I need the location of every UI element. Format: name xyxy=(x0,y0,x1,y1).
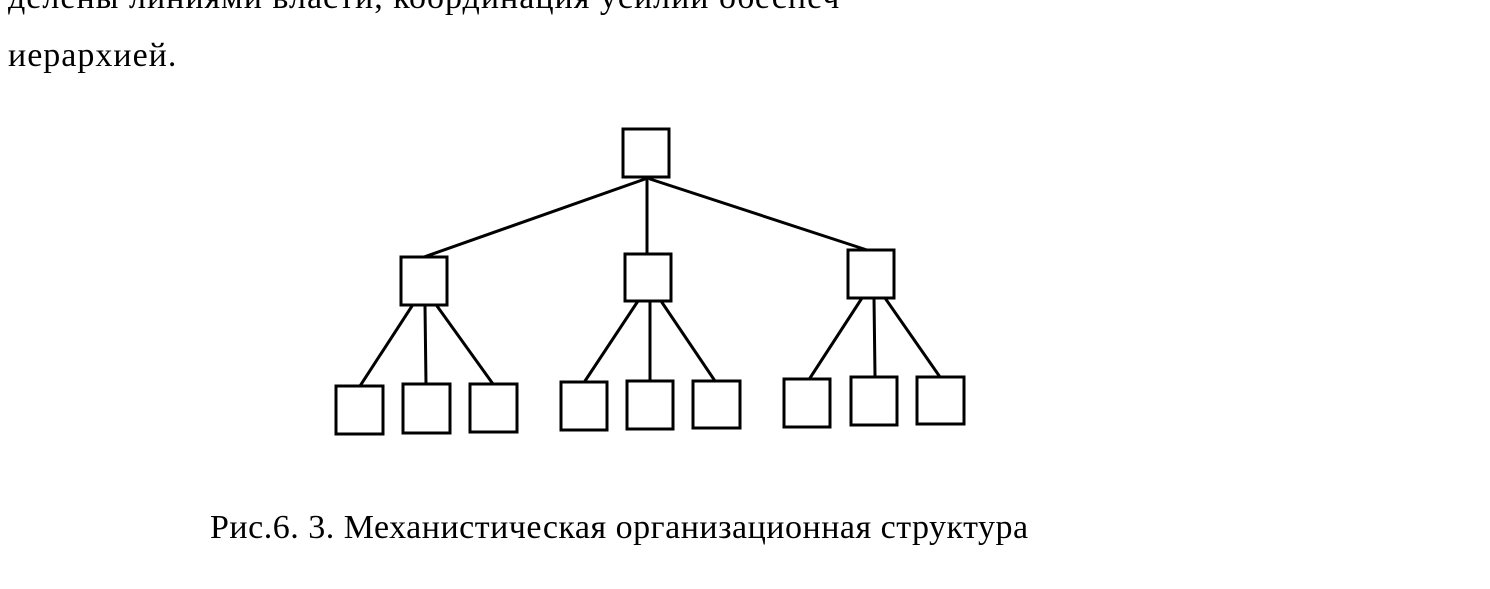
edge-root-right xyxy=(648,177,872,253)
edge-root-left xyxy=(422,177,647,259)
node-root xyxy=(621,127,671,179)
node-left-sub-2 xyxy=(401,382,452,435)
node-center-sub-1 xyxy=(559,380,609,432)
node-right-sub-2 xyxy=(849,375,899,427)
node-manager-left xyxy=(399,255,449,307)
node-right-sub-3 xyxy=(915,375,966,426)
edge-left-sub-3 xyxy=(435,304,495,386)
node-manager-center xyxy=(623,252,673,303)
node-manager-right xyxy=(846,248,896,300)
node-left-sub-1 xyxy=(334,384,385,436)
node-left-sub-3 xyxy=(468,382,519,434)
edge-left-sub-2 xyxy=(423,304,428,386)
body-text-line-2: иерархией. xyxy=(8,37,178,74)
body-text-line-1: делены линиями власти, координация усили… xyxy=(8,0,840,18)
node-center-sub-3 xyxy=(691,379,742,430)
edge-right-sub-3 xyxy=(883,296,942,379)
node-center-sub-2 xyxy=(625,379,675,431)
figure-caption: Рис.6. 3. Механистическая организационна… xyxy=(210,509,1029,546)
edge-left-sub-1 xyxy=(358,304,414,388)
edge-right-sub-2 xyxy=(872,296,877,378)
edge-right-sub-1 xyxy=(808,296,864,380)
edge-center-sub-3 xyxy=(659,299,717,383)
edge-center-sub-1 xyxy=(583,299,640,383)
node-right-sub-1 xyxy=(782,377,832,429)
